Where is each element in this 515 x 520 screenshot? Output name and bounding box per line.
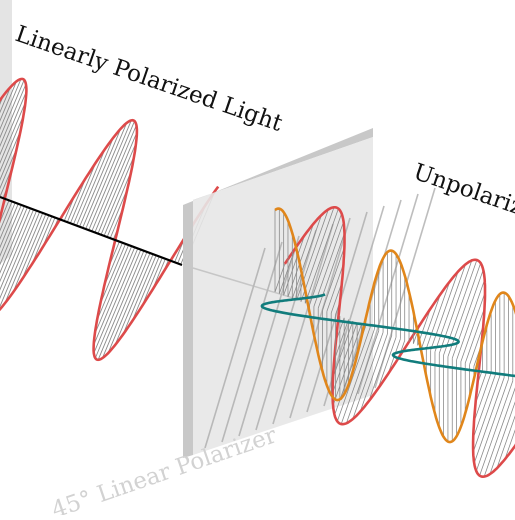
hatch-line: [95, 132, 137, 232]
hatch-line: [101, 156, 134, 235]
hatch-line: [378, 337, 396, 388]
hatch-line: [123, 255, 156, 334]
hatch-line: [480, 381, 513, 476]
plate-face: [193, 137, 373, 455]
hatch-line: [98, 143, 136, 234]
hatch-line: [476, 379, 508, 471]
hatch-line: [444, 260, 477, 355]
hatch-line: [76, 137, 113, 225]
label-unpolarized: Unpolarized Light: [410, 159, 515, 253]
hatch-line: [13, 214, 46, 293]
hatch-line: [95, 246, 132, 334]
hatch-line: [89, 121, 135, 230]
hatch-line: [132, 256, 159, 321]
hatch-line: [426, 282, 449, 349]
hatch-line: [22, 215, 49, 279]
label-polarizer: 45° Linear Polarizer: [48, 422, 279, 515]
hatch-line: [422, 294, 440, 347]
hatch-line: [83, 123, 127, 228]
hatch-line: [474, 378, 504, 464]
hatch-line: [452, 270, 483, 358]
label-linearly-polarized: Linearly Polarized Light: [12, 21, 286, 137]
hatch-line: [98, 251, 144, 360]
hatch-line: [86, 120, 132, 229]
